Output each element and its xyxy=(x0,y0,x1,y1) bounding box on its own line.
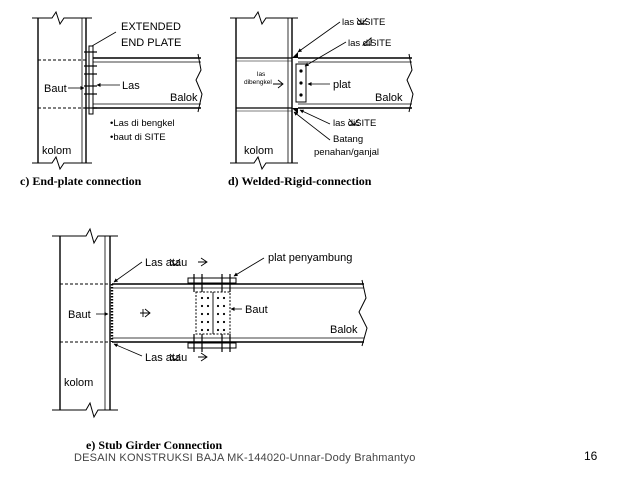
caption-welded-rigid: d) Welded-Rigid-connection xyxy=(228,174,372,188)
beam-break xyxy=(195,53,203,113)
leader-las-bottom xyxy=(113,343,143,357)
splice-plate-bottom xyxy=(187,342,237,349)
label-las-atau-bot: Las atau xyxy=(145,352,187,364)
label-plat: plat xyxy=(333,79,351,91)
label-las-bengkel: •Las di bengkel xyxy=(110,118,175,129)
weld-symbol-stub xyxy=(140,308,151,318)
break-top xyxy=(32,10,92,26)
web-bolts xyxy=(200,296,226,332)
leader-batang xyxy=(293,111,331,141)
weld-symbol-bot xyxy=(348,118,360,126)
weld-top xyxy=(292,52,298,58)
label-penahan: penahan/ganjal xyxy=(314,147,379,158)
diagram-end-plate: EXTENDED END PLATE Baut Las Balok •Las d… xyxy=(20,10,203,188)
caption-stub-girder: e) Stub Girder Connection xyxy=(86,438,222,452)
bolt-3 xyxy=(299,93,303,97)
label-baut-site: •baut di SITE xyxy=(110,132,166,143)
label-baut-left: Baut xyxy=(68,309,91,321)
page-number: 16 xyxy=(584,449,598,463)
label-dibengkel: dibengkel xyxy=(244,79,272,86)
leader-end-plate xyxy=(91,31,117,47)
diagram-stub-girder: Las atau plat penyambung Baut Baut Balok… xyxy=(52,227,368,452)
bolt-1 xyxy=(299,69,303,73)
break-top xyxy=(230,10,298,26)
label-balok: Balok xyxy=(170,92,198,104)
beam-break xyxy=(406,53,414,113)
label-plat-penyambung: plat penyambung xyxy=(268,252,352,264)
weld-symbol-plate xyxy=(273,79,284,89)
diagram-welded-rigid: las diSITE las diSITE las dibengkel plat… xyxy=(228,10,414,188)
leader-las-site-top xyxy=(297,21,341,53)
label-balok: Balok xyxy=(330,324,358,336)
label-las-site-bot: las diSITE xyxy=(333,118,376,129)
label-kolom: kolom xyxy=(42,145,71,157)
leader-plat-penyambung xyxy=(233,257,265,277)
label-las: las xyxy=(257,71,266,78)
label-extended: EXTENDED xyxy=(121,21,181,33)
leader-las-top xyxy=(113,261,143,283)
bolt-2 xyxy=(299,81,303,85)
splice-plate-top xyxy=(187,277,237,284)
label-kolom: kolom xyxy=(64,377,93,389)
weld-symbol-mid xyxy=(361,37,372,46)
label-end-plate: END PLATE xyxy=(121,37,181,49)
break-bottom xyxy=(52,401,118,419)
label-baut-right: Baut xyxy=(245,304,268,316)
label-las-atau-top: Las atau xyxy=(145,257,187,269)
footer-course-title: DESAIN KONSTRUKSI BAJA MK-144020-Unnar-D… xyxy=(74,452,416,464)
leader-las-site-bot xyxy=(299,109,331,125)
break-top xyxy=(52,227,118,245)
label-las-site-mid: las diSITE xyxy=(348,38,391,49)
flange-bolts xyxy=(193,274,231,352)
beam-break xyxy=(358,279,368,347)
break-bottom xyxy=(230,155,298,171)
weld-symbol-top xyxy=(169,257,208,267)
break-bottom xyxy=(32,155,92,171)
weld-symbol-bot xyxy=(169,352,208,362)
weld-symbol-top xyxy=(356,17,368,25)
label-balok: Balok xyxy=(375,92,403,104)
caption-end-plate: c) End-plate connection xyxy=(20,174,142,188)
end-plate xyxy=(88,45,94,115)
label-batang: Batang xyxy=(333,134,363,145)
label-las: Las xyxy=(122,80,140,92)
label-kolom: kolom xyxy=(244,145,273,157)
leader-las-site-mid xyxy=(304,41,347,67)
label-baut: Baut xyxy=(44,83,67,95)
